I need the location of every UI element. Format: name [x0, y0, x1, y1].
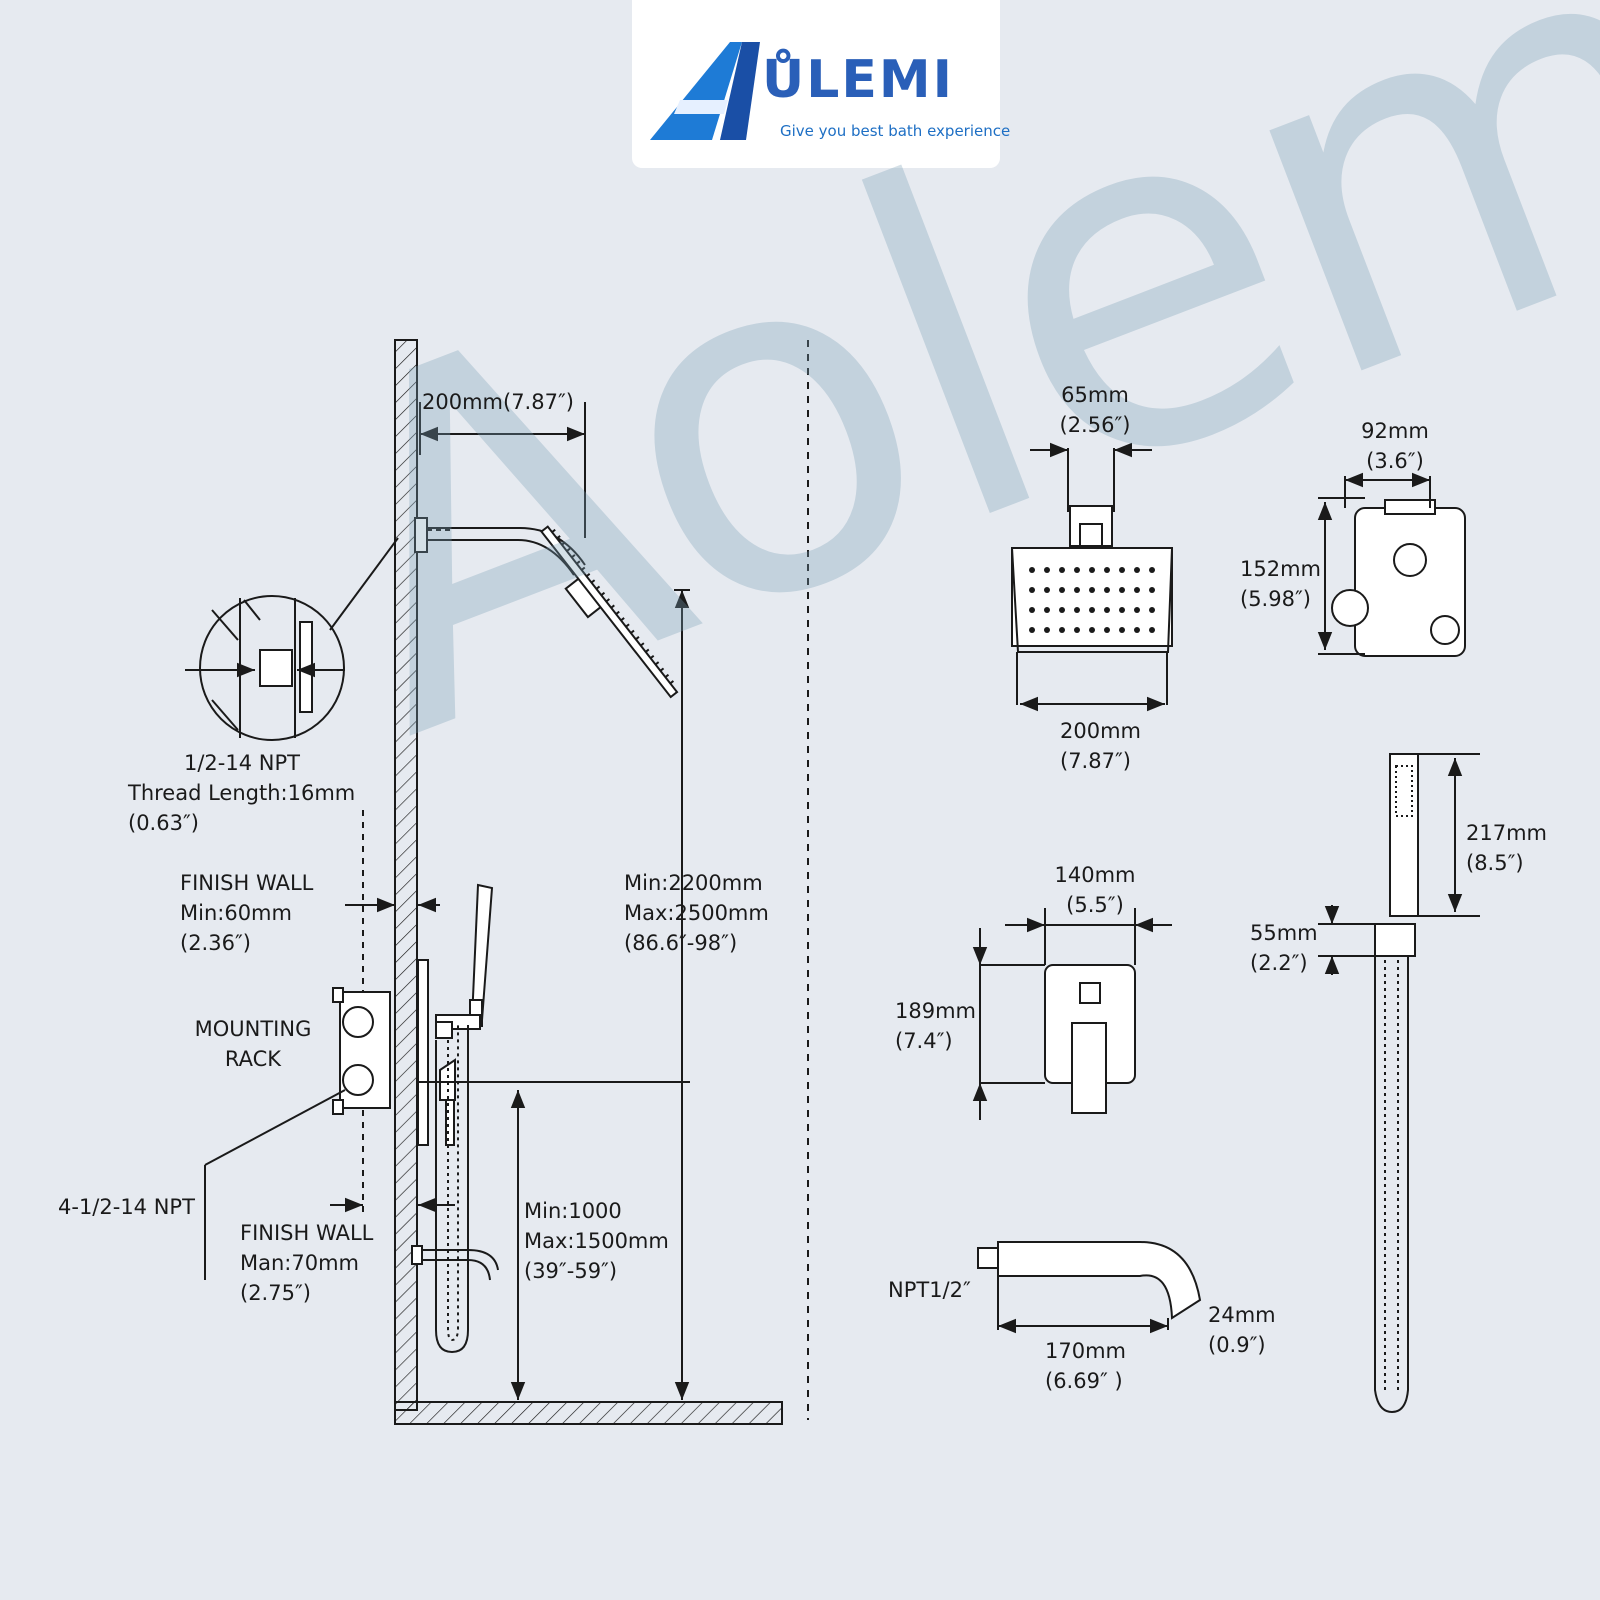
total-height-label: Min:2200mm Max:2500mm (86.6″-98″) [624, 868, 769, 958]
finish-wall-2-line1: FINISH WALL [240, 1221, 374, 1245]
trim-width-label: 140mm (5.5″) [1040, 860, 1150, 920]
hand-shower [1389, 753, 1419, 917]
finish-wall-1-line3: (2.36″) [180, 931, 251, 955]
spout-h-line1: 24mm [1208, 1303, 1276, 1327]
finish-wall-1-line1: FINISH WALL [180, 871, 314, 895]
spout-npt-label: NPT1/2″ [888, 1278, 971, 1302]
valve-hh-line2: (5.98″) [1240, 587, 1311, 611]
trim-width-line1: 140mm [1054, 863, 1136, 887]
shower-neck-label: 65mm (2.56″) [1040, 380, 1150, 440]
finish-wall-max-label: FINISH WALL Man:70mm (2.75″) [240, 1218, 373, 1308]
hand-h-line2: (8.5″) [1466, 851, 1524, 875]
brand-a-logo-icon [650, 42, 760, 140]
mounting-rack-line1: MOUNTING [194, 1017, 312, 1041]
shower-neck-line2: (2.56″) [1059, 413, 1131, 437]
valve-width-label: 92mm (3.6″) [1340, 416, 1450, 476]
npt4-label: 4-1/2-14 NPT [58, 1195, 195, 1219]
tub-spout [997, 1241, 1202, 1320]
thread-label-line3: (0.63″) [128, 811, 199, 835]
valve-width-line2: (3.6″) [1366, 449, 1424, 473]
trim-width-line2: (5.5″) [1066, 893, 1124, 917]
arm-length-label: 200mm(7.87″) [422, 390, 574, 414]
valve-height-line2: Max:1500mm [524, 1229, 669, 1253]
total-height-line1: Min:2200mm [624, 871, 763, 895]
holder-label: 55mm (2.2″) [1250, 918, 1318, 978]
valve-width-line1: 92mm [1361, 419, 1429, 443]
trim-height-line1: 189mm [895, 999, 976, 1023]
brand-logo: ŮLEMI Give you best bath experience [632, 0, 1010, 168]
hand-shower-height-label: 217mm (8.5″) [1466, 818, 1547, 878]
trim-height-label: 189mm (7.4″) [895, 996, 976, 1056]
mounting-rack-line2: RACK [224, 1047, 282, 1071]
spout-length-label: 170mm (6.69″ ) [1045, 1336, 1126, 1396]
valve-height-right-label: 152mm (5.98″) [1240, 554, 1321, 614]
shower-width-line2: (7.87″) [1060, 749, 1131, 773]
thread-label-line2: Thread Length:16mm [128, 781, 356, 805]
finish-wall-min-label: FINISH WALL Min:60mm (2.36″) [180, 868, 313, 958]
shower-width-label: 200mm (7.87″) [1060, 716, 1141, 776]
finish-wall-2-line2: Man:70mm [240, 1251, 360, 1275]
shower-width-line1: 200mm [1060, 719, 1141, 743]
holder-line1: 55mm [1250, 921, 1318, 945]
finish-wall-2-line3: (2.75″) [240, 1281, 311, 1305]
thread-length-label: Thread Length:16mm (0.63″) [128, 778, 355, 838]
shower-neck-line1: 65mm [1061, 383, 1129, 407]
valve-height-line1: Min:1000 [524, 1199, 622, 1223]
thread-label-line1: 1/2-14 NPT [184, 751, 300, 775]
spout-h-line2: (0.9″) [1208, 1333, 1266, 1357]
brand-tagline: Give you best bath experience [780, 122, 1011, 140]
hand-h-line1: 217mm [1466, 821, 1547, 845]
valve-height-label: Min:1000 Max:1500mm (39″-59″) [524, 1196, 669, 1286]
spout-len-line1: 170mm [1045, 1339, 1126, 1363]
total-height-line2: Max:2500mm [624, 901, 769, 925]
trim-height-line2: (7.4″) [895, 1029, 953, 1053]
total-height-line3: (86.6″-98″) [624, 931, 738, 955]
mounting-rack-label: MOUNTING RACK [178, 1014, 328, 1074]
finish-wall-1-line2: Min:60mm [180, 901, 292, 925]
valve-hh-line1: 152mm [1240, 557, 1321, 581]
thread-label: 1/2-14 NPT [128, 748, 356, 778]
holder-line2: (2.2″) [1250, 951, 1308, 975]
brand-name: ŮLEMI [762, 50, 954, 110]
spout-height-label: 24mm (0.9″) [1208, 1300, 1276, 1360]
floor [394, 1401, 783, 1425]
valve-height-line3: (39″-59″) [524, 1259, 618, 1283]
spout-len-line2: (6.69″ ) [1045, 1369, 1123, 1393]
